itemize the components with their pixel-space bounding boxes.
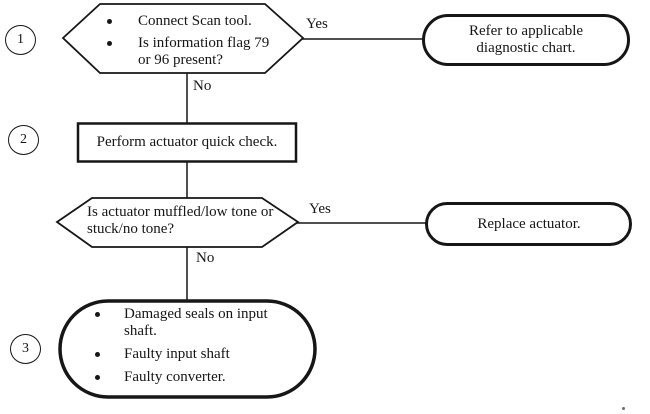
result1-label: Refer to applicable diagnostic chart. bbox=[468, 23, 584, 56]
result3-bullet-3: Faulty converter. bbox=[124, 369, 226, 385]
bullet-icon bbox=[107, 19, 112, 24]
step-marker-3: 3 bbox=[10, 334, 41, 364]
bullet-icon bbox=[95, 312, 100, 317]
decision1-bullet-1: Connect Scan tool. bbox=[138, 13, 252, 29]
decision1-bullet-2: Is information flag 79 or 96 present? bbox=[138, 35, 270, 68]
decision1-hexagon bbox=[61, 3, 305, 74]
step-marker-1-label: 1 bbox=[17, 32, 24, 47]
step-marker-2: 2 bbox=[8, 125, 39, 155]
yes-label-2: Yes bbox=[309, 201, 331, 217]
result3-content: Damaged seals on input shaft. Faulty inp… bbox=[86, 306, 301, 386]
list-item: Is information flag 79 or 96 present? bbox=[98, 35, 293, 69]
action1-box bbox=[76, 122, 298, 163]
no-label-1: No bbox=[193, 78, 212, 94]
step-marker-3-label: 3 bbox=[22, 341, 29, 356]
list-item: Connect Scan tool. bbox=[98, 13, 293, 30]
result3-bullet-2: Faulty input shaft bbox=[124, 346, 230, 362]
step-marker-2-label: 2 bbox=[20, 132, 27, 147]
result3-bullet-1: Damaged seals on input shaft. bbox=[124, 306, 268, 339]
result2-text: Replace actuator. bbox=[477, 215, 581, 232]
bullet-icon bbox=[95, 375, 100, 380]
connector-lines bbox=[186, 38, 428, 304]
list-item: Faulty converter. bbox=[86, 369, 301, 386]
scan-speck bbox=[622, 407, 625, 410]
decision2-question: Is actuator muffled/low tone or stuck/no… bbox=[87, 204, 274, 237]
result1-text: Refer to applicable diagnostic chart. bbox=[428, 17, 624, 63]
result3-stadium bbox=[58, 299, 317, 399]
bullet-icon bbox=[95, 352, 100, 357]
result1-stadium bbox=[422, 14, 630, 66]
step-marker-1: 1 bbox=[5, 25, 36, 55]
list-item: Damaged seals on input shaft. bbox=[86, 306, 301, 340]
decision2-hexagon bbox=[55, 197, 300, 248]
action1-text: Perform actuator quick check. bbox=[96, 133, 278, 150]
no-label-2: No bbox=[196, 250, 215, 266]
yes-label-1: Yes bbox=[306, 16, 328, 32]
result2-stadium bbox=[425, 202, 632, 246]
decision1-content: Connect Scan tool. Is information flag 7… bbox=[98, 13, 293, 69]
bullet-icon bbox=[107, 41, 112, 46]
list-item: Faulty input shaft bbox=[86, 346, 301, 363]
